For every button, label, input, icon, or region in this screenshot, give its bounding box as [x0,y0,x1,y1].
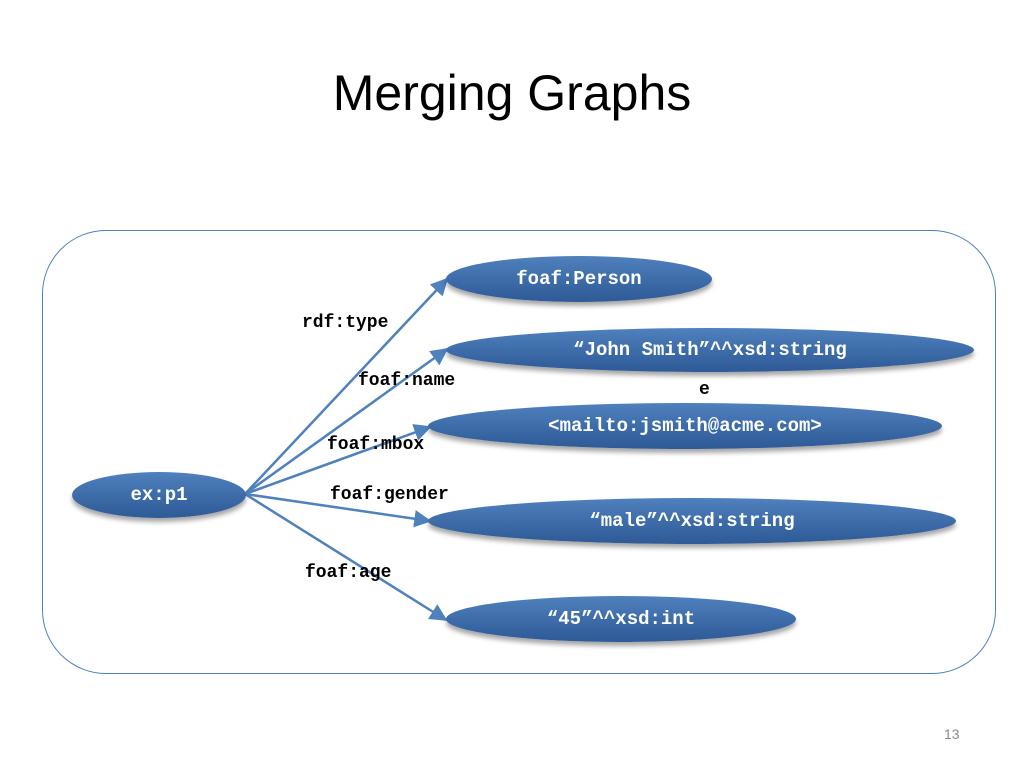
edge-rdf-type [244,277,449,495]
label-foaf-age: foaf:age [305,563,392,583]
node-male: “male”^^xsd:string [428,498,956,544]
page-number: 13 [944,726,960,742]
edge-foaf-age [244,492,448,622]
label-rdf-type: rdf:type [302,313,389,333]
node-mbox: <mailto:jsmith@acme.com> [428,403,942,449]
edge-foaf-name [244,347,449,496]
edge-foaf-gender [244,492,432,528]
diagram-frame [42,230,996,674]
node-subject: ex:p1 [72,472,246,518]
edge-foaf-mbox [244,424,432,496]
slide-title: Merging Graphs [332,65,692,121]
label-foaf-name: foaf:name [358,371,456,391]
node-foaf-person: foaf:Person [446,256,712,302]
overflow-text-fragment: e [699,380,710,400]
label-foaf-gender: foaf:gender [330,485,449,505]
node-john-smith: “John Smith”^^xsd:string [446,328,974,372]
label-foaf-mbox: foaf:mbox [327,435,425,455]
node-age: “45”^^xsd:int [446,596,796,642]
